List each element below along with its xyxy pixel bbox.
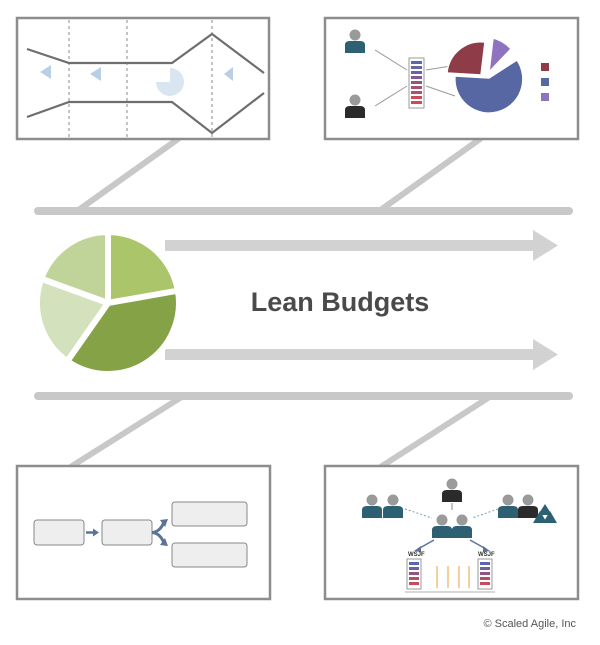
panel-top-right-frame bbox=[323, 16, 580, 141]
flow-arrow-icon bbox=[86, 528, 99, 537]
arrow-top bbox=[165, 230, 558, 261]
panel-top-left bbox=[15, 16, 271, 141]
pie-chart-icon bbox=[446, 37, 524, 114]
legend-swatch bbox=[541, 78, 549, 86]
connector-bottom-left bbox=[69, 395, 183, 469]
flow-box bbox=[33, 519, 85, 546]
flow-box bbox=[171, 501, 248, 527]
person-icon bbox=[518, 494, 538, 518]
person-icon bbox=[498, 494, 518, 518]
wsjf-label-left: WSJF bbox=[408, 552, 425, 558]
flow-line-upper bbox=[26, 32, 265, 74]
backlog-stack-icon bbox=[408, 57, 425, 109]
flow-line-lower bbox=[26, 92, 265, 135]
connector-bottom-right bbox=[379, 395, 491, 469]
flow-box bbox=[171, 542, 248, 568]
pie-chart-icon bbox=[34, 229, 182, 377]
lane-dividers bbox=[68, 20, 213, 137]
panel-top-left-frame bbox=[15, 16, 271, 141]
person-icon bbox=[452, 514, 472, 538]
backlog-stack-icon bbox=[406, 558, 422, 590]
flow-box bbox=[101, 519, 153, 546]
person-icon bbox=[345, 29, 365, 53]
dashed-connectors bbox=[404, 508, 499, 519]
split-arrow-icon bbox=[151, 519, 168, 546]
legend-swatch bbox=[541, 93, 549, 101]
flow-arrow-icon bbox=[414, 539, 490, 552]
timeline-marks bbox=[436, 566, 470, 588]
diagram-rails bbox=[34, 136, 573, 469]
connector-top-left bbox=[77, 136, 181, 212]
copyright-text: © Scaled Agile, Inc bbox=[484, 618, 577, 630]
panel-bottom-left bbox=[15, 464, 272, 601]
mini-pie-icon bbox=[156, 68, 184, 96]
play-wedge-icon bbox=[90, 67, 101, 81]
play-wedge-icon bbox=[224, 67, 233, 81]
backlog-stack-icon bbox=[477, 558, 493, 590]
panel-bottom-right: WSJF WSJF bbox=[323, 464, 580, 601]
legend-swatch bbox=[541, 63, 549, 71]
triangle-icon bbox=[533, 504, 557, 523]
connector-top-right bbox=[379, 136, 483, 212]
person-icon bbox=[383, 494, 403, 518]
person-icon bbox=[345, 94, 365, 118]
person-icon bbox=[432, 514, 452, 538]
arrow-bottom bbox=[165, 339, 558, 370]
connector-lines bbox=[374, 49, 456, 107]
person-icon bbox=[442, 478, 462, 502]
wsjf-label-right: WSJF bbox=[478, 552, 495, 558]
person-icon bbox=[362, 494, 382, 518]
play-wedge-icon bbox=[40, 65, 51, 79]
panel-top-right bbox=[323, 16, 580, 141]
page-title: Lean Budgets bbox=[251, 287, 430, 317]
